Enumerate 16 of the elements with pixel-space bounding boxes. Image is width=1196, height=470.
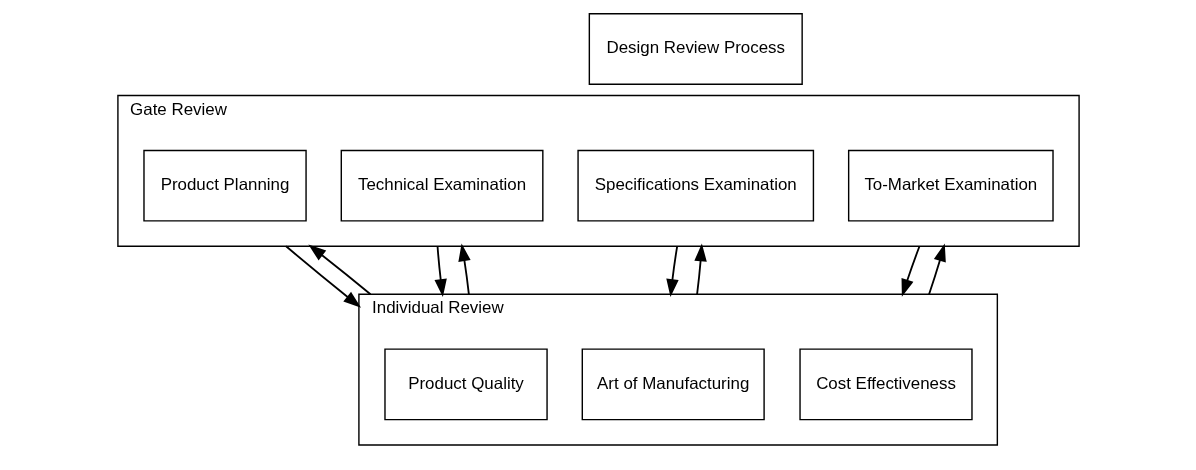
node-box: Specifications Examination (576, 149, 814, 222)
node-box: Cost Effectiveness (798, 348, 973, 421)
node-box: Design Review Process (588, 13, 803, 85)
node-box: Product Quality (383, 348, 548, 421)
arrow (307, 244, 371, 296)
arrow (284, 245, 361, 308)
arrow (927, 243, 946, 296)
node-box: Product Planning (142, 149, 307, 222)
arrow (693, 243, 707, 296)
arrow (665, 245, 679, 297)
arrow (901, 245, 920, 297)
node-box: Technical Examination (340, 149, 544, 222)
node-box: Art of Manufacturing (581, 348, 765, 421)
arrow (434, 245, 447, 297)
node-box: To-Market Examination (847, 149, 1054, 222)
arrow (457, 243, 471, 296)
